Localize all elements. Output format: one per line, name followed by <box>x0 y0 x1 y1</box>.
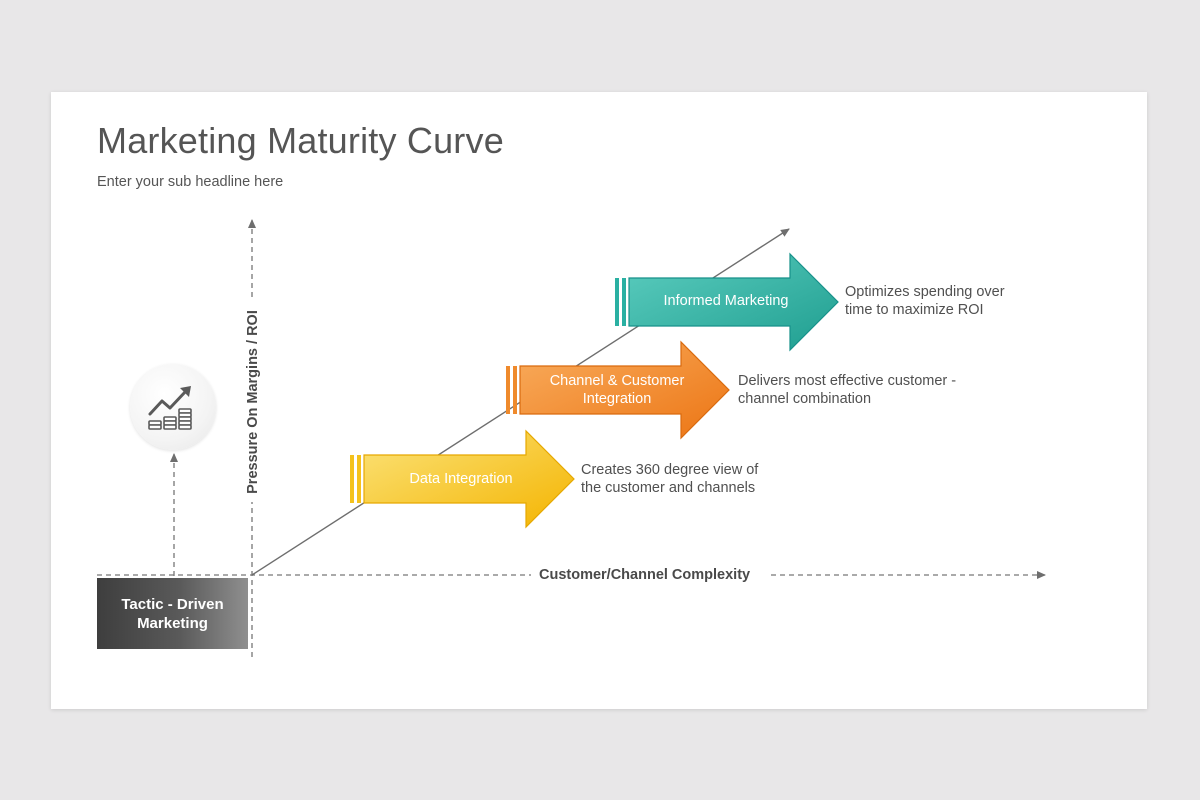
stage-description-channel-customer-integration: Delivers most effective customer - chann… <box>738 373 957 407</box>
x-axis-label: Customer/Channel Complexity <box>539 567 751 583</box>
stage-arrow-channel-customer-integration <box>506 340 730 440</box>
stage-label-channel-customer-integration: Channel & Customer Integration <box>549 373 685 407</box>
stage-label-data-integration: Data Integration <box>409 471 513 487</box>
stage-arrow-data-integration <box>350 429 575 529</box>
y-axis-label: Pressure On Margins / ROI <box>245 310 261 494</box>
icon-circle <box>130 364 216 450</box>
stage-description-data-integration: Creates 360 degree view of the customer … <box>581 462 759 496</box>
maturity-diagram <box>97 219 1046 657</box>
slide-subtitle: Enter your sub headline here <box>97 174 284 190</box>
tactic-driven-marketing-box: Tactic - Driven Marketing <box>97 578 248 649</box>
base-label-line2: Marketing <box>137 614 208 632</box>
stage-label-informed-marketing: Informed Marketing <box>663 293 789 309</box>
slide: Marketing Maturity Curve Enter your sub … <box>51 92 1147 709</box>
base-label-line1: Tactic - Driven <box>121 595 224 613</box>
slide-title: Marketing Maturity Curve <box>97 120 504 161</box>
growth-chart-coins-icon <box>148 386 192 430</box>
stage-arrow-informed-marketing <box>615 252 839 352</box>
stage-description-informed-marketing: Optimizes spending over time to maximize… <box>845 284 1005 318</box>
